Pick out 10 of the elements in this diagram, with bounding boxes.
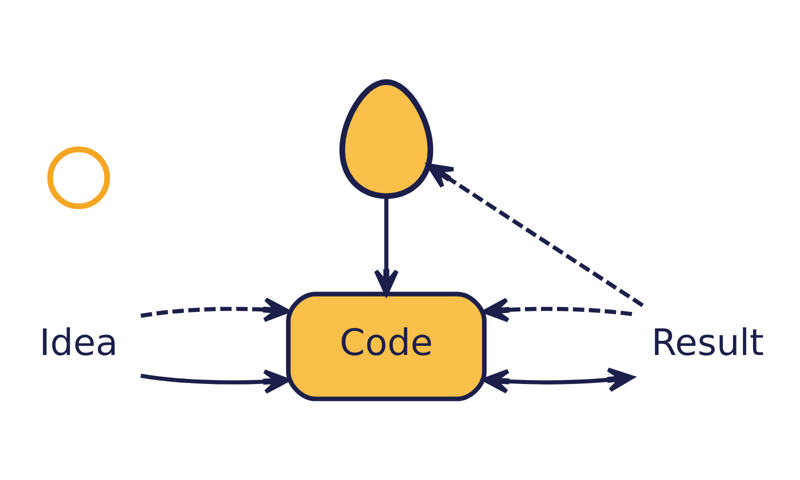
- arrow: [426, 162, 644, 307]
- node-egg: [339, 78, 434, 198]
- node-box: Code: [286, 291, 487, 401]
- arrow: [482, 367, 634, 394]
- arrow: [140, 368, 290, 394]
- node-circle: [47, 146, 110, 209]
- arrow: [140, 296, 290, 322]
- arrow: [482, 297, 632, 322]
- node-text: Result: [651, 320, 764, 364]
- node-text: Idea: [39, 320, 118, 364]
